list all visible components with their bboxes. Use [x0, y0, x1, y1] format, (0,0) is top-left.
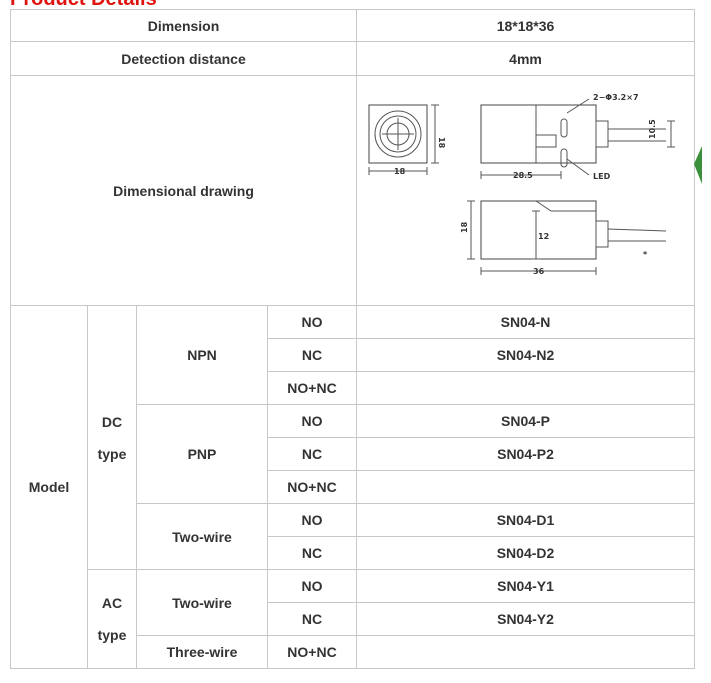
cable-height-label: 10.5 [648, 118, 657, 138]
table-row: Three-wire NO+NC [11, 635, 696, 669]
table-row: NC SN04-D2 [11, 536, 696, 570]
two-wire-dc-label: Two-wire [136, 503, 268, 570]
mode-cell: NO+NC [266, 635, 358, 669]
mode-cell: NO+NC [266, 371, 358, 405]
two-wire-ac-label: Two-wire [136, 569, 268, 636]
model-label: Model [10, 305, 88, 669]
part-cell: SN04-D1 [356, 503, 696, 537]
part-cell [356, 470, 696, 504]
drawing-row: Dimensional drawing 18 18 [9, 75, 703, 306]
part-cell: SN04-N2 [356, 338, 696, 372]
pnp-label: PNP [136, 404, 268, 504]
part-cell: SN04-P2 [356, 437, 696, 471]
table-row: NC SN04-P2 [11, 437, 696, 471]
three-wire-label: Three-wire [136, 635, 268, 669]
detection-label: Detection distance [9, 41, 358, 76]
front-width-label: 18 [394, 167, 406, 176]
drawing-label: Dimensional drawing [9, 75, 358, 306]
table-row: Two-wire NO SN04-D1 [11, 503, 696, 570]
mode-cell: NO+NC [266, 470, 358, 504]
marker-label: * [643, 250, 648, 259]
table-row: PNP NO SN04-P [11, 404, 696, 504]
inner-height-label: 12 [538, 232, 549, 241]
mode-cell: NO [266, 305, 358, 339]
led-label: LED [593, 172, 611, 181]
table-row: NO+NC [11, 371, 696, 405]
drawing-cell: 18 18 2−Φ3.2×7 10.5 28. [356, 75, 703, 306]
mode-cell: NO [266, 404, 358, 438]
mode-cell: NO [266, 503, 358, 537]
section-heading: Product Details [10, 0, 157, 10]
side-height-label: 18 [460, 221, 469, 233]
part-cell [356, 635, 696, 669]
part-cell: SN04-N [356, 305, 696, 339]
dimension-row: Dimension 18*18*36 [9, 9, 696, 42]
table-row: NC SN04-Y2 [11, 602, 696, 636]
detection-value: 4mm [356, 41, 696, 76]
part-cell: SN04-D2 [356, 536, 696, 570]
part-cell: SN04-Y1 [356, 569, 696, 603]
mode-cell: NC [266, 602, 358, 636]
npn-label: NPN [136, 305, 268, 405]
mode-cell: NC [266, 536, 358, 570]
table-row: NC SN04-N2 [11, 338, 696, 372]
detection-row: Detection distance 4mm [9, 41, 696, 76]
leaf-icon [694, 146, 703, 184]
mode-cell: NC [266, 437, 358, 471]
mount-hole-label: 2−Φ3.2×7 [593, 93, 639, 102]
spec-table: Dimension 18*18*36 Detection distance 4m… [9, 9, 703, 669]
dimension-label: Dimension [9, 9, 358, 42]
part-cell [356, 371, 696, 405]
total-length-label: 36 [533, 267, 545, 276]
front-height-label: 18 [437, 137, 446, 149]
body-length-top-label: 28.5 [513, 171, 533, 180]
part-cell: SN04-P [356, 404, 696, 438]
mode-cell: NO [266, 569, 358, 603]
dimensional-drawing: 18 18 2−Φ3.2×7 10.5 28. [368, 93, 675, 276]
dimension-value: 18*18*36 [356, 9, 696, 42]
part-cell: SN04-Y2 [356, 602, 696, 636]
mode-cell: NC [266, 338, 358, 372]
